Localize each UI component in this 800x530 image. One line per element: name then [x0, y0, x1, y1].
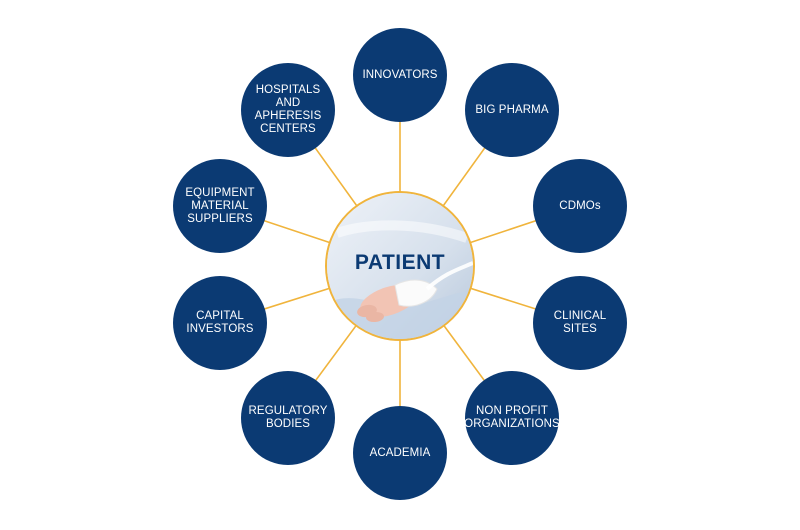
node-equipment-material-suppliers: EQUIPMENT MATERIAL SUPPLIERS	[173, 159, 267, 253]
node-academia: ACADEMIA	[353, 406, 447, 500]
node-non-profit-organizations: NON PROFIT ORGANIZATIONS	[464, 371, 560, 465]
node-innovators: INNOVATORS	[353, 28, 447, 122]
node-clinical-sites: CLINICAL SITES	[533, 276, 627, 370]
node-capital-investors: CAPITAL INVESTORS	[173, 276, 267, 370]
node-regulatory-bodies: REGULATORY BODIES	[241, 371, 335, 465]
node-hospitals-apheresis-centers: HOSPITALS AND APHERESIS CENTERS	[241, 63, 335, 157]
patient-hand-photo	[327, 193, 473, 339]
node-cdmos: CDMOs	[533, 159, 627, 253]
node-big-pharma: BIG PHARMA	[465, 63, 559, 157]
patient-label: PATIENT	[354, 251, 446, 274]
patient-hub: PATIENT	[325, 191, 475, 341]
